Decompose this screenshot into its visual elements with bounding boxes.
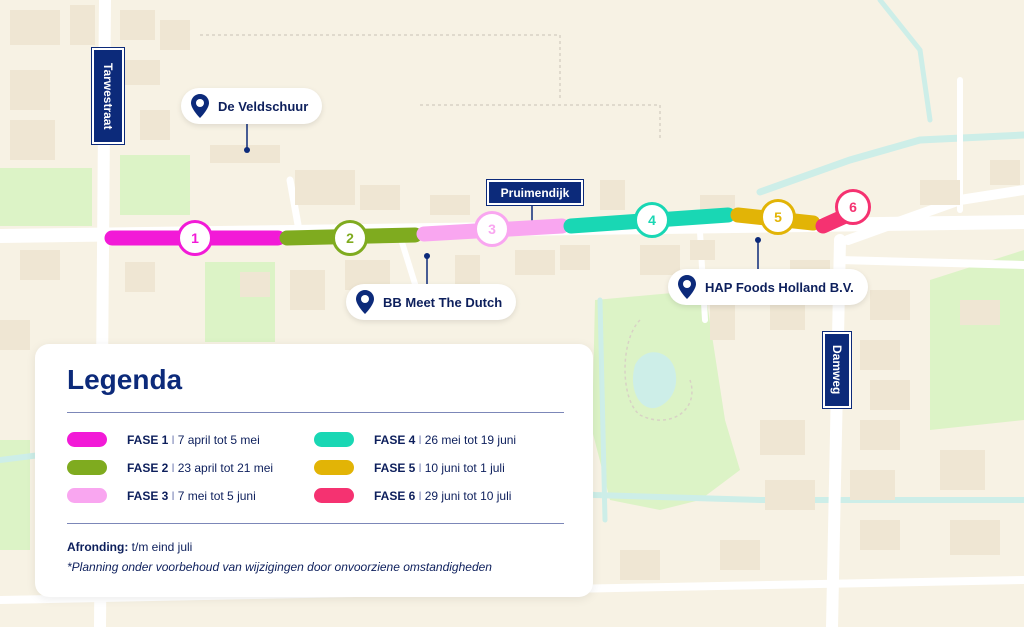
legend-divider-bottom [67,523,564,524]
waterways [0,0,1024,523]
map-pin-icon [356,290,374,314]
place-name: BB Meet The Dutch [383,294,503,310]
street-label-damweg: Damweg [822,331,852,409]
legend-swatch [67,488,107,503]
separator: I [171,488,175,503]
phase-name: FASE 6 [374,488,416,503]
phase-name: FASE 1 [127,432,169,447]
separator: I [418,432,422,447]
street-label-tarwestraat: Tarwestraat [91,47,125,145]
place-name: HAP Foods Holland B.V. [705,279,854,295]
place-label-2[interactable]: BB Meet The Dutch [346,284,517,320]
legend-swatch [67,432,107,447]
phase-period: 7 mei tot 5 juni [177,488,256,503]
phase-name: FASE 2 [127,460,169,475]
place-name: De Veldschuur [218,98,309,114]
phase-name: FASE 5 [374,460,416,475]
phase-period: 29 juni tot 10 juli [424,488,512,503]
phase-period: 23 april tot 21 mei [177,460,274,475]
phase-period: 26 mei tot 19 juni [424,432,517,447]
separator: I [171,460,175,475]
separator: I [171,432,175,447]
legend-swatch [314,460,354,475]
legend-completion: Afronding: t/m eind juli [67,540,192,554]
place-label-3[interactable]: HAP Foods Holland B.V. [668,269,868,305]
phase-period: 7 april tot 5 mei [177,432,260,447]
phase-name: FASE 3 [127,488,169,503]
place-label-1[interactable]: De Veldschuur [181,88,323,124]
legend-swatch [314,432,354,447]
legend-swatch [67,460,107,475]
map-pin-icon [191,94,209,118]
legend-title: Legenda [67,364,183,395]
phase-period: 10 juni tot 1 juli [424,460,505,475]
separator: I [418,460,422,475]
map-pin-icon [678,275,696,299]
legend-swatch [314,488,354,503]
completion-value: t/m eind juli [131,540,193,554]
footpaths [200,34,693,421]
completion-label: Afronding: [67,540,129,554]
phase-6-marker[interactable]: 6 [835,189,871,225]
phase-5-marker[interactable]: 5 [760,199,796,235]
phase-name: FASE 4 [374,432,416,447]
street-label-pruimendijk: Pruimendijk [486,179,584,206]
pond [632,352,677,409]
phase-3-marker[interactable]: 3 [474,211,510,247]
phase-2-marker[interactable]: 2 [332,220,368,256]
legend-note: *Planning onder voorbehoud van wijziging… [67,560,492,574]
legend-divider-top [67,412,564,413]
separator: I [418,488,422,503]
phase-1-marker[interactable]: 1 [177,220,213,256]
phase-4-marker[interactable]: 4 [634,202,670,238]
